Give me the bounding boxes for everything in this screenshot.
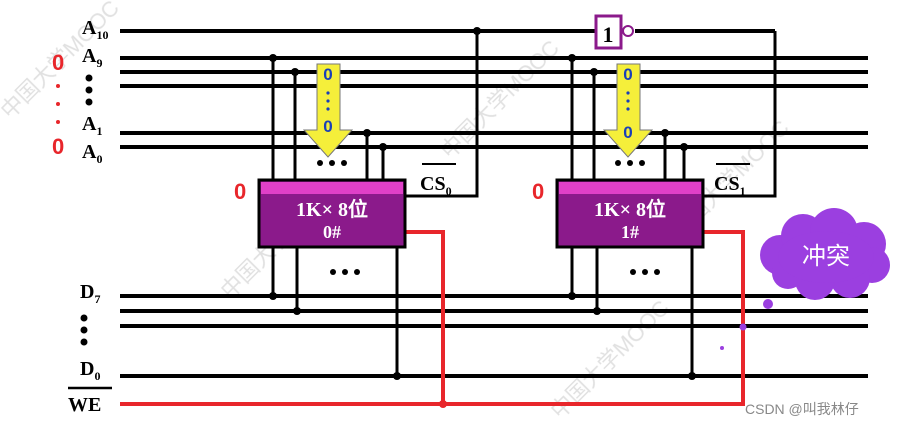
- conflict-marker-dot: [720, 346, 724, 350]
- address-bus: [120, 29, 868, 149]
- chip0-we-wire: [405, 230, 445, 404]
- inverter-bubble: [622, 25, 634, 37]
- we-label: WE: [68, 394, 101, 416]
- inverter-label: 1: [603, 22, 614, 47]
- chip1-number: 1#: [621, 222, 639, 242]
- conflict-marker-dot: [763, 299, 773, 309]
- arrow-down-icon: 0 0: [602, 63, 654, 158]
- chip-0: 1K× 8位 0#: [257, 178, 407, 249]
- d0-label: D0: [80, 358, 100, 383]
- mooc-watermark: 中国大学MOOC: [436, 35, 564, 163]
- chip1-wiring: [570, 31, 777, 376]
- junction-dots: [269, 27, 696, 380]
- we-junction-dot: [439, 400, 447, 408]
- chip-1: 1K× 8位 1#: [555, 178, 705, 249]
- d7-label: D7: [80, 281, 100, 306]
- a9-zero-value: 0: [52, 50, 64, 75]
- conflict-label: 冲突: [802, 242, 850, 270]
- arrow0-bit-bottom: 0: [323, 117, 332, 136]
- ellipsis-dots: [80, 74, 660, 346]
- chip0-title: 1K× 8位: [296, 197, 368, 221]
- arrow1-bit-bottom: 0: [623, 123, 632, 142]
- arrow-down-icon: 0 0: [302, 63, 354, 158]
- a1-label: A1: [82, 113, 102, 138]
- inverter-gate: 1: [594, 14, 634, 50]
- arrow1-bit-top: 0: [623, 65, 632, 84]
- csdn-watermark: CSDN @叫我林仔: [745, 401, 859, 417]
- chip1-cs-value: 0: [532, 179, 544, 204]
- a10-label: A10: [82, 17, 108, 42]
- a0-zero-value: 0: [52, 134, 64, 159]
- chip0-wiring: [271, 31, 479, 376]
- a0-label: A0: [82, 141, 102, 166]
- data-bus: [120, 294, 868, 378]
- conflict-marker-dot: [739, 323, 747, 331]
- cs0-label: CS0: [420, 173, 452, 198]
- a9-label: A9: [82, 45, 102, 70]
- chip0-cs-value: 0: [234, 179, 246, 204]
- cs1-label: CS1: [714, 173, 746, 198]
- chip0-number: 0#: [323, 222, 341, 242]
- red-ellipsis: [56, 84, 60, 124]
- chip1-title: 1K× 8位: [594, 197, 666, 221]
- conflict-cloud: 冲突: [760, 208, 890, 300]
- arrow0-bit-top: 0: [323, 65, 332, 84]
- chip1-we-wire: [703, 230, 745, 404]
